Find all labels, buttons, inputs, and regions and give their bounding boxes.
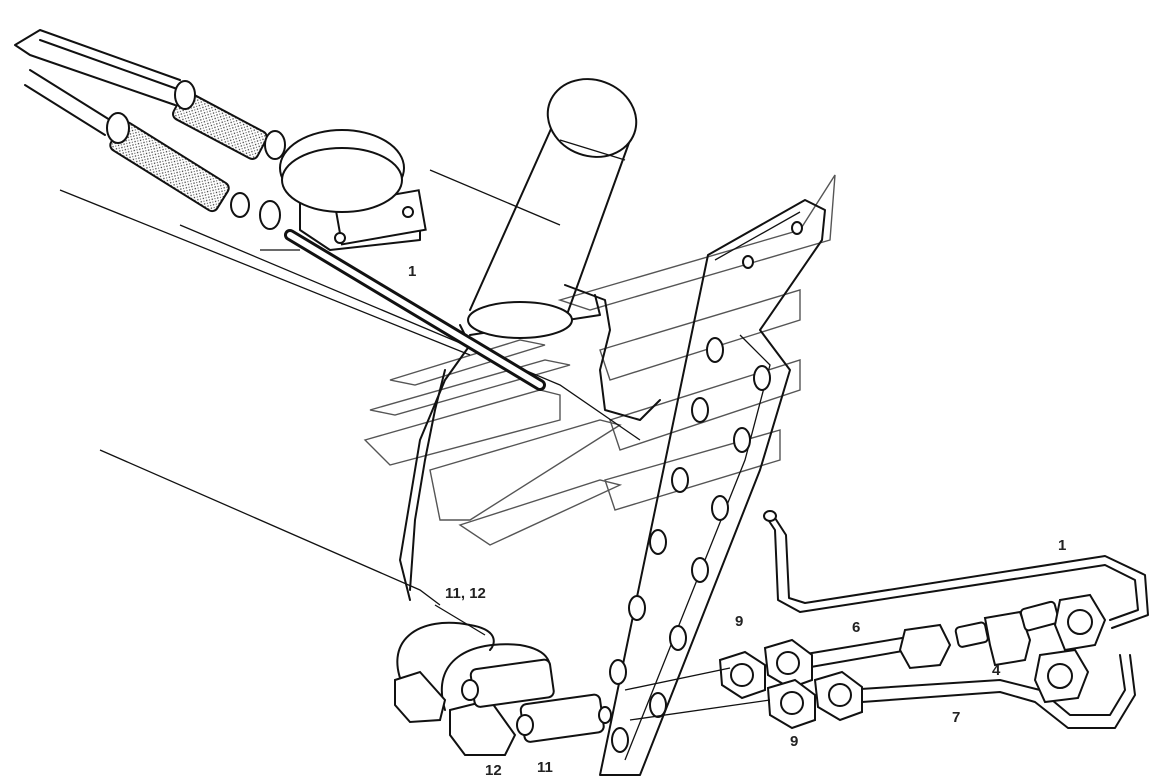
hose-assembly [14, 29, 286, 230]
callout-11-12: 11, 12 [445, 585, 486, 602]
callout-12: 12 [485, 762, 502, 779]
fuel-tube-upper [284, 229, 546, 391]
callout-1-upper: 1 [408, 263, 416, 280]
nut-group [718, 638, 863, 730]
filler-neck [467, 78, 638, 339]
callout-1-right: 1 [1058, 537, 1066, 554]
callout-7: 7 [952, 709, 960, 726]
callout-11: 11 [537, 759, 553, 776]
callout-6: 6 [852, 619, 860, 636]
callout-9-lower: 9 [790, 733, 798, 750]
callout-9-upper: 9 [735, 613, 743, 630]
pipe-7-assembly [844, 648, 1136, 729]
pipe-6-assembly [799, 593, 1107, 670]
coupling-group [394, 621, 771, 756]
callout-4: 4 [992, 662, 1001, 679]
fuel-tank [59, 169, 661, 606]
watermark-logo [363, 174, 836, 546]
leader-lines [434, 604, 486, 636]
mounting-bracket [599, 199, 826, 776]
fuel-tube-lower [763, 510, 1149, 629]
sender-unit [279, 129, 427, 251]
